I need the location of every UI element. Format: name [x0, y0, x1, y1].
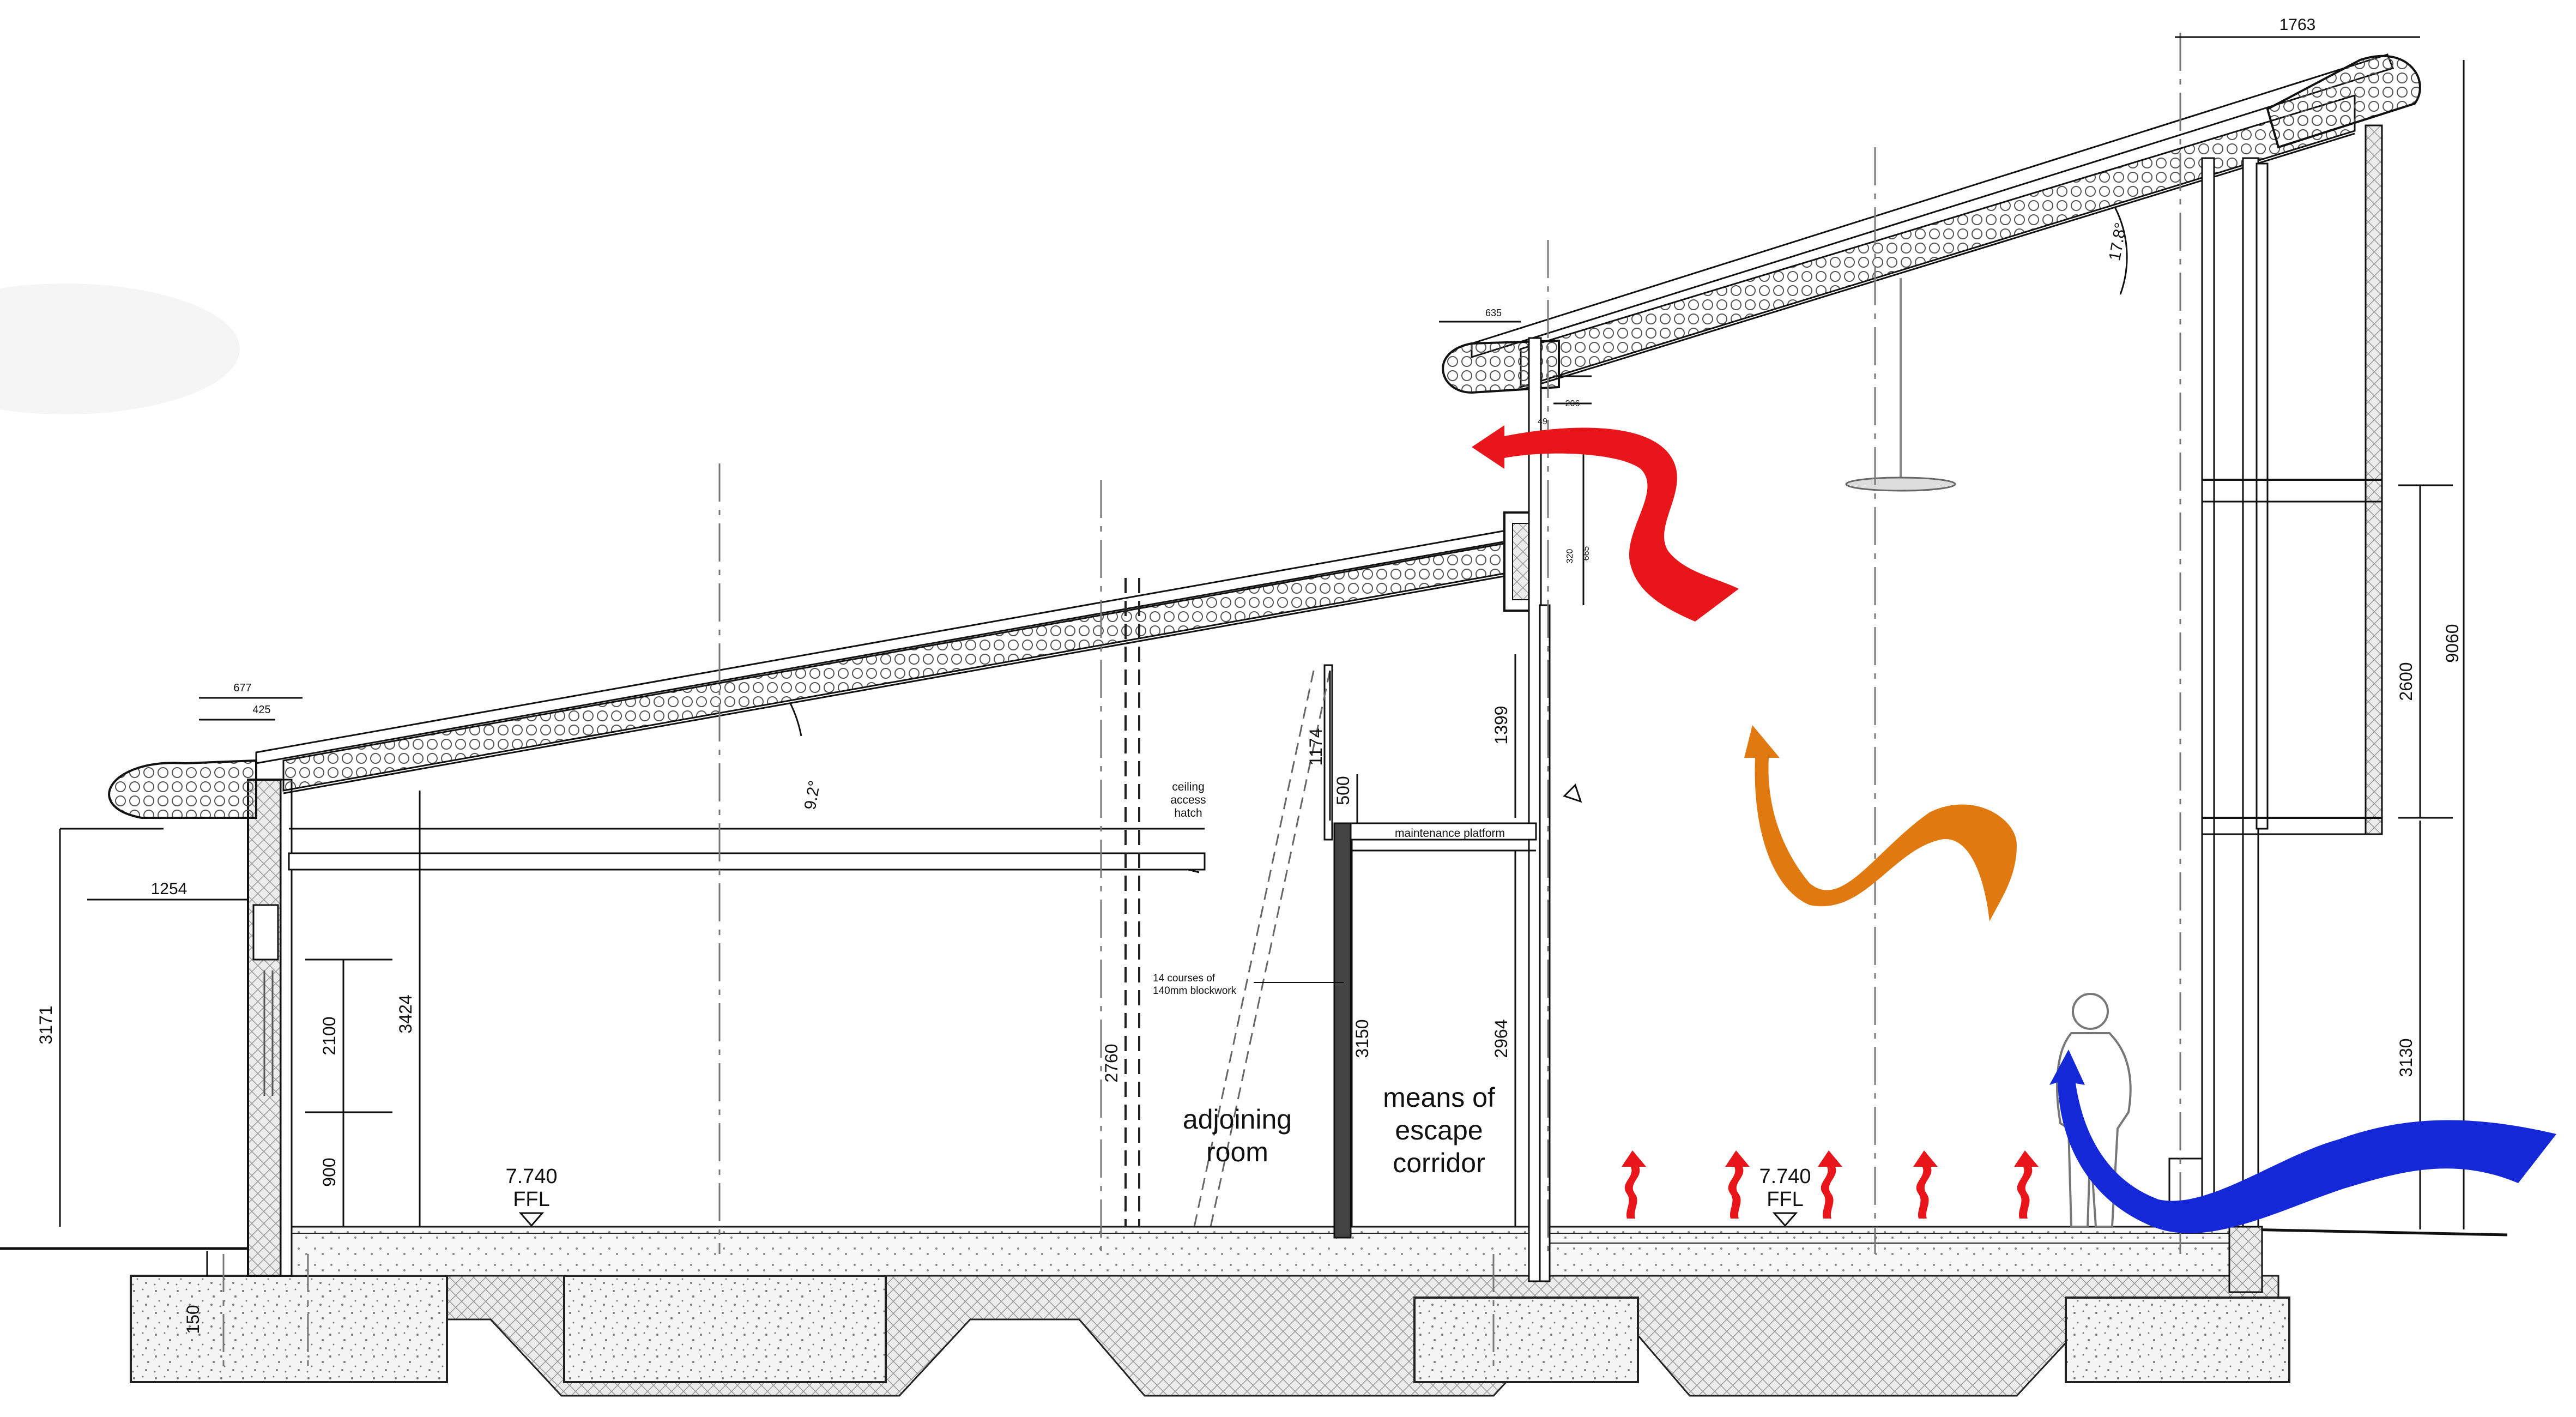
dim-3130: 3130	[2396, 1038, 2416, 1077]
escape-corridor-label-3: corridor	[1393, 1148, 1485, 1178]
floor-heat-arrow-2	[1725, 1150, 1750, 1219]
floor-heat-arrow-3	[1818, 1150, 1842, 1219]
roof-angle-low: 9.2°	[801, 779, 824, 811]
dim-320: 320	[1565, 549, 1575, 564]
centerlines	[222, 33, 2181, 1374]
blockwork-label-2: 140mm blockwork	[1153, 985, 1237, 997]
footing-2	[563, 1275, 887, 1383]
dim-665: 665	[1582, 546, 1591, 561]
structure-walls	[288, 337, 1551, 1282]
warm-rising-arrow	[1744, 725, 2017, 921]
left-external-wall	[247, 779, 293, 1277]
dimension-lines	[59, 36, 2465, 1276]
adjoining-room-label-2: room	[1206, 1137, 1268, 1167]
floor-slabs	[288, 1226, 2236, 1277]
ffl-level-1: 7.740	[505, 1165, 557, 1188]
floor-slab-left	[288, 1226, 1544, 1277]
dim-500: 500	[1333, 776, 1353, 805]
dim-1763: 1763	[2279, 16, 2316, 34]
pendant-light	[1845, 278, 1956, 492]
dim-3171: 3171	[36, 1005, 56, 1044]
corridor-wall	[1333, 822, 1352, 1239]
ceiling-hatch-label-3: hatch	[1174, 807, 1202, 819]
cool-inlet-arrow	[2049, 1050, 2556, 1233]
ceiling-hatch-label-2: access	[1170, 794, 1206, 806]
ffl-text-2: FFL	[1767, 1188, 1804, 1211]
level-marker-2	[1772, 1212, 1798, 1227]
dim-1174: 1174	[1306, 728, 1326, 766]
right-glazed-wall	[2168, 124, 2383, 1293]
footing-1	[130, 1275, 448, 1383]
dim-1254: 1254	[151, 880, 188, 898]
ffl-level-2: 7.740	[1759, 1165, 1811, 1188]
dim-2600: 2600	[2396, 662, 2416, 701]
escape-corridor-label-1: means of	[1383, 1082, 1495, 1113]
floor-heat-arrow-5	[2014, 1150, 2039, 1219]
ceiling-hatch-label-1: ceiling	[1172, 781, 1205, 793]
airflow-arrows	[1472, 425, 2556, 1233]
escape-corridor-label-2: escape	[1395, 1115, 1483, 1145]
adjoining-room-label-1: adjoining	[1183, 1104, 1292, 1135]
dim-2964: 2964	[1491, 1019, 1511, 1058]
annotations: ceiling access hatch maintenance platfor…	[505, 781, 1811, 1211]
dim-425: 425	[252, 704, 270, 716]
dim-49: 49	[1538, 417, 1547, 426]
dim-1399: 1399	[1491, 706, 1511, 744]
dim-9060: 9060	[2442, 624, 2462, 662]
ground-slab-hatch	[130, 1275, 2279, 1397]
dimension-texts: 1763 635 677 425 1254 3171 3424 2100 900…	[36, 16, 2462, 1334]
floor-heat-arrow-4	[1913, 1150, 1938, 1219]
level-marker-1	[518, 1212, 545, 1227]
dim-150: 150	[183, 1305, 203, 1334]
floor-heat-arrows	[1622, 1150, 2039, 1219]
dim-2100: 2100	[319, 1016, 339, 1055]
footing-3	[1413, 1297, 1639, 1383]
dim-3424: 3424	[396, 994, 415, 1033]
ceiling-joist	[288, 852, 1206, 871]
low-roof-gutter	[108, 759, 257, 819]
floor-heat-arrow-1	[1622, 1150, 1646, 1219]
background-shade	[0, 284, 240, 414]
high-roof	[1442, 53, 2421, 394]
dim-635: 635	[1485, 307, 1502, 318]
high-roof-insulation	[1520, 94, 2356, 389]
dim-2760: 2760	[1102, 1044, 1121, 1082]
low-roof	[108, 511, 1538, 819]
dim-900: 900	[319, 1157, 339, 1186]
maintenance-platform-label: maintenance platform	[1395, 827, 1505, 840]
footing-4	[2065, 1297, 2290, 1383]
ffl-text-1: FFL	[513, 1188, 550, 1211]
dim-206: 206	[1565, 399, 1580, 408]
floor-slab-right	[1541, 1226, 2236, 1277]
high-roof-ridge-cap	[2266, 55, 2421, 149]
blockwork-label-1: 14 courses of	[1153, 973, 1216, 984]
dim-677: 677	[233, 682, 251, 694]
foundations	[0, 1228, 2508, 1397]
hot-exhaust-arrow	[1472, 425, 1739, 622]
dim-3150: 3150	[1352, 1019, 1372, 1058]
